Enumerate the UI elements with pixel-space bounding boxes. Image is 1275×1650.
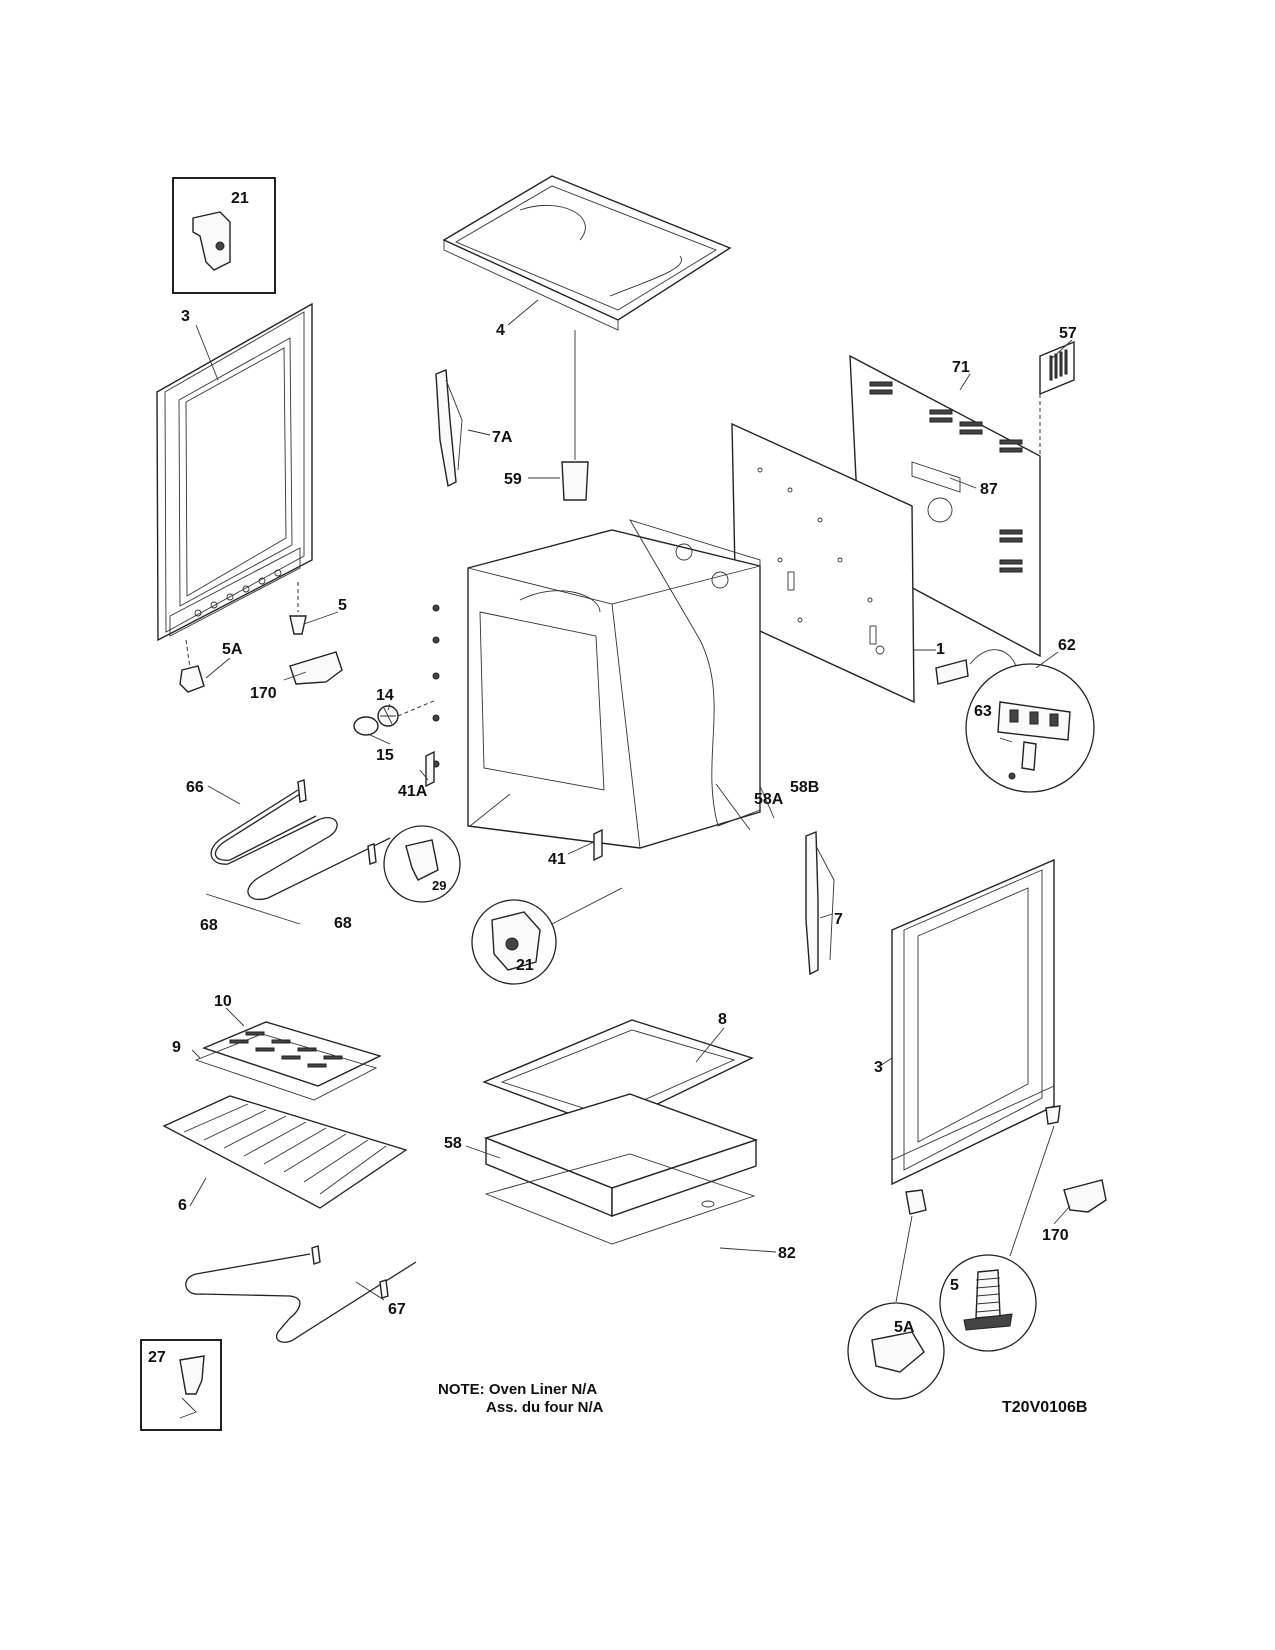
label-62: 62 — [1058, 637, 1076, 654]
back-panel-71 — [849, 354, 1041, 658]
label-1: 1 — [936, 641, 945, 658]
right-side-panel — [891, 858, 1055, 1186]
label-7: 7 — [834, 911, 843, 928]
drawer-bottom-82 — [484, 1153, 756, 1245]
label-41A: 41A — [398, 783, 428, 800]
bake-element-67 — [185, 1245, 417, 1343]
label-29: 29 — [432, 878, 446, 893]
label-59: 59 — [504, 471, 522, 488]
label-41: 41 — [548, 851, 566, 868]
label-170-left: 170 — [250, 685, 277, 702]
part-59 — [561, 330, 589, 501]
label-5A-left: 5A — [222, 641, 243, 658]
part-27-inset — [140, 1339, 222, 1431]
broil-pan-9 — [194, 1033, 378, 1101]
label-67: 67 — [388, 1301, 406, 1318]
label-9: 9 — [172, 1039, 181, 1056]
bracket-41 — [593, 828, 603, 862]
label-21-circle: 21 — [516, 957, 534, 974]
label-57: 57 — [1059, 325, 1077, 342]
oven-body — [467, 519, 761, 849]
label-10: 10 — [214, 993, 232, 1010]
label-3-left: 3 — [181, 308, 190, 325]
hinge-7 — [805, 830, 835, 976]
bracket-170-left — [289, 651, 343, 685]
screws — [432, 604, 440, 768]
label-8: 8 — [718, 1011, 727, 1028]
leveler-5-left — [289, 582, 307, 635]
label-58: 58 — [444, 1135, 462, 1152]
label-170-right: 170 — [1042, 1227, 1069, 1244]
leveler-5-right — [939, 1105, 1061, 1352]
part-57 — [1039, 340, 1075, 396]
broil-element-66 — [205, 779, 391, 925]
label-14: 14 — [376, 687, 394, 704]
part-labels: 21 3 4 57 71 7A 59 87 5 5A 170 14 15 1 6… — [148, 190, 1077, 1366]
label-68-b: 68 — [334, 915, 352, 932]
leader-lines — [189, 299, 1073, 1301]
label-21-box: 21 — [231, 190, 249, 207]
lamp-bulb-15 — [353, 716, 379, 736]
bracket-170-right — [1063, 1179, 1107, 1213]
oven-rack-6 — [162, 1095, 408, 1209]
left-side-panel — [156, 302, 313, 642]
label-6: 6 — [178, 1197, 187, 1214]
label-58B: 58B — [790, 779, 819, 796]
label-3-right: 3 — [874, 1059, 883, 1076]
drawer-58 — [483, 1093, 759, 1218]
label-5A-right: 5A — [894, 1319, 915, 1336]
part-29-inset — [383, 793, 511, 903]
label-82: 82 — [778, 1245, 796, 1262]
label-5-left: 5 — [338, 597, 347, 614]
label-5-right: 5 — [950, 1277, 959, 1294]
part-5A-left — [179, 639, 205, 693]
note-line-1: NOTE: Oven Liner N/A — [438, 1381, 597, 1398]
part-21-circle-inset — [471, 887, 623, 985]
label-15: 15 — [376, 747, 394, 764]
label-68-a: 68 — [200, 917, 218, 934]
label-58A: 58A — [754, 791, 784, 808]
label-63: 63 — [974, 703, 992, 720]
label-87: 87 — [980, 481, 998, 498]
top-panel — [442, 175, 732, 331]
drawing-code: T20V0106B — [1002, 1399, 1087, 1416]
label-7A: 7A — [492, 429, 513, 446]
part-21-inset — [172, 177, 276, 294]
broil-pan-insert-10 — [202, 1021, 382, 1087]
bracket-41A — [425, 750, 435, 788]
part-5A-right — [847, 1189, 945, 1400]
back-panel-1 — [731, 422, 915, 704]
note-line-2: Ass. du four N/A — [486, 1399, 604, 1416]
label-27: 27 — [148, 1349, 166, 1366]
label-66: 66 — [186, 779, 204, 796]
hinge-7A — [435, 368, 463, 488]
label-4: 4 — [496, 322, 505, 339]
terminal-block-62 — [935, 649, 1095, 793]
label-71: 71 — [952, 359, 970, 376]
